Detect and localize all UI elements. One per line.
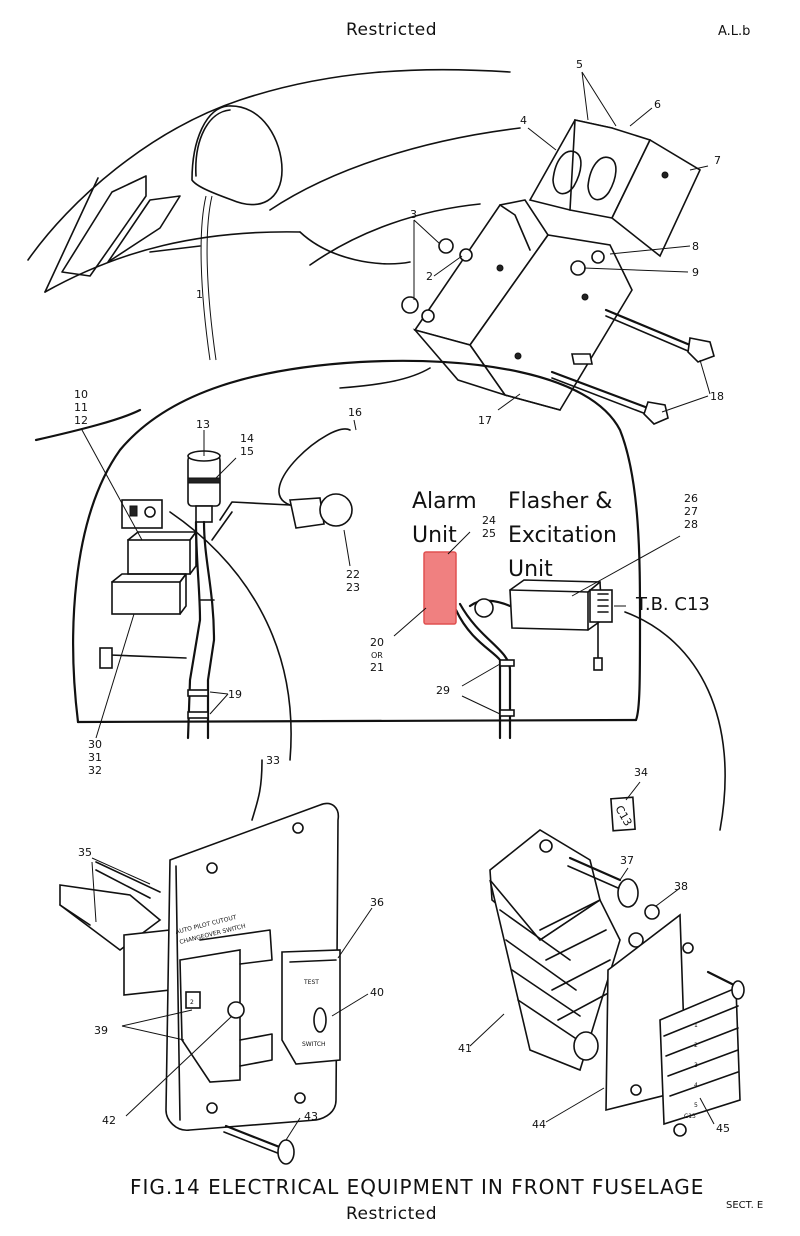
callout-6: 6 xyxy=(654,98,661,111)
callout-2: 2 xyxy=(426,270,433,283)
mounting-bracket-assembly xyxy=(401,119,715,425)
callout-numbers: 1 2 3 4 5 6 7 8 9 10 11 12 13 14 15 16 1… xyxy=(74,58,730,1135)
callout-35: 35 xyxy=(78,846,92,859)
callout-24: 24 xyxy=(482,514,496,527)
test-switch-label-1: TEST xyxy=(303,979,319,986)
callout-32: 32 xyxy=(88,764,102,777)
left-equipment-cluster xyxy=(99,428,353,761)
callout-10: 10 xyxy=(74,388,88,401)
fuselage-panel-outline xyxy=(34,359,642,724)
callout-19: 19 xyxy=(228,688,242,701)
callout-29: 29 xyxy=(436,684,450,697)
callout-9: 9 xyxy=(692,266,699,279)
callout-43: 43 xyxy=(304,1110,318,1123)
figure-caption: FIG.14 ELECTRICAL EQUIPMENT IN FRONT FUS… xyxy=(130,1175,704,1199)
callout-41: 41 xyxy=(458,1042,472,1055)
callout-22: 22 xyxy=(346,568,360,581)
right-equipment-cluster xyxy=(251,579,726,831)
alarm-unit-highlight xyxy=(423,551,457,625)
document-reference: A.L.b xyxy=(718,24,751,39)
callout-30: 30 xyxy=(88,738,102,751)
c13-tag: C13 xyxy=(610,796,636,832)
callout-26: 26 xyxy=(684,492,698,505)
callout-25: 25 xyxy=(482,527,496,540)
tb-tag: C13 xyxy=(684,1113,696,1120)
leader-lines xyxy=(81,71,715,1141)
callout-5: 5 xyxy=(576,58,583,71)
callout-8: 8 xyxy=(692,240,699,253)
overlay-labels: Alarm Unit Flasher & Excitation Unit T.B… xyxy=(412,489,710,615)
callout-42: 42 xyxy=(102,1114,116,1127)
alarm-unit-label-line-2: Unit xyxy=(412,523,457,548)
callout-13: 13 xyxy=(196,418,210,431)
switch-panel: AUTO PILOT CUTOUT CHANGEOVER SWITCH TEST… xyxy=(59,802,341,1165)
callout-15: 15 xyxy=(240,445,254,458)
callout-4: 4 xyxy=(520,114,527,127)
tb-number-3: 3 xyxy=(694,1062,698,1069)
callout-34: 34 xyxy=(634,766,648,779)
callout-18: 18 xyxy=(710,390,724,403)
terminal-block-assembly: 1 2 3 4 5 C13 xyxy=(489,829,745,1137)
callout-27: 27 xyxy=(684,505,698,518)
test-switch-label-2: SWITCH xyxy=(302,1041,326,1048)
flasher-unit-label-line-2: Excitation xyxy=(508,523,617,548)
callout-1: 1 xyxy=(196,288,203,301)
callout-38: 38 xyxy=(674,880,688,893)
callout-37: 37 xyxy=(620,854,634,867)
callout-12: 12 xyxy=(74,414,88,427)
section-marker: SECT. E xyxy=(726,1200,764,1211)
callout-31: 31 xyxy=(88,751,102,764)
callout-44: 44 xyxy=(532,1118,546,1131)
callout-21: 21 xyxy=(370,661,384,674)
callout-45: 45 xyxy=(716,1122,730,1135)
tb-number-5: 5 xyxy=(694,1102,698,1109)
callout-17: 17 xyxy=(478,414,492,427)
callout-20: 20 xyxy=(370,636,384,649)
tb-number-1: 1 xyxy=(694,1022,698,1029)
cockpit-canopy-sketch xyxy=(27,68,521,361)
callout-33: 33 xyxy=(266,754,280,767)
tb-number-4: 4 xyxy=(694,1082,698,1089)
alarm-unit-label-line-1: Alarm xyxy=(412,489,477,514)
tb-number-2: 2 xyxy=(694,1042,698,1049)
terminal-block-label: T.B. C13 xyxy=(635,594,710,615)
callout-28: 28 xyxy=(684,518,698,531)
callout-23: 23 xyxy=(346,581,360,594)
callout-or: OR xyxy=(371,651,383,660)
classification-top: Restricted xyxy=(346,20,438,40)
flasher-unit-label-line-1: Flasher & xyxy=(508,489,612,514)
callout-3: 3 xyxy=(410,208,417,221)
callout-11: 11 xyxy=(74,401,88,414)
callout-36: 36 xyxy=(370,896,384,909)
callout-14: 14 xyxy=(240,432,254,445)
flasher-unit-label-line-3: Unit xyxy=(508,557,553,582)
classification-bottom: Restricted xyxy=(346,1204,438,1224)
callout-40: 40 xyxy=(370,986,384,999)
callout-7: 7 xyxy=(714,154,721,167)
callout-16: 16 xyxy=(348,406,362,419)
callout-39: 39 xyxy=(94,1024,108,1037)
switch-tab-number: 2 xyxy=(190,999,194,1006)
